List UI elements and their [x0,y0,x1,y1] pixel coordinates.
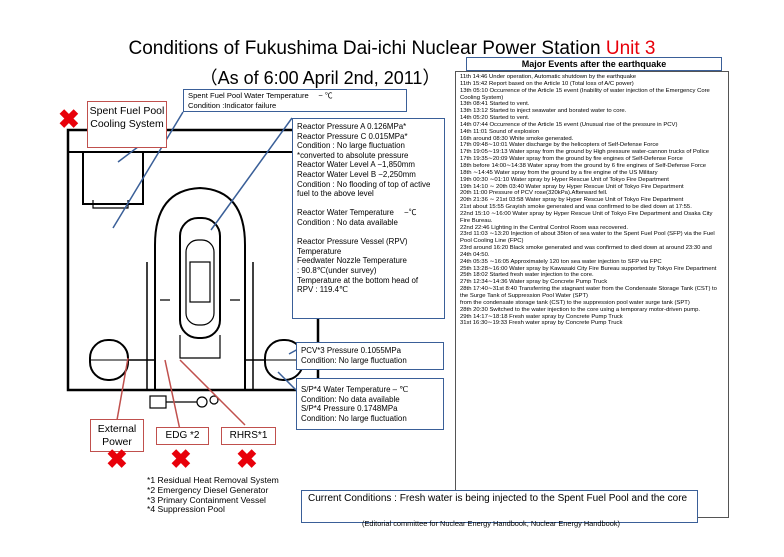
reactor-status-line: Reactor Water Temperature −℃ [297,208,417,218]
source-footer: (Editorial committee for Nuclear Energy … [362,519,620,528]
reactor-status-line: Temperature [297,246,342,256]
failure-x-icon: ✖ [106,444,128,474]
event-item: 29th 14:17∼18:18 Fresh water spray by Co… [460,313,623,320]
spent-fuel-cooling-label: Spent Fuel Pool Cooling System [87,101,167,148]
event-item: 16th around 08:30 White smoke generated. [460,135,574,142]
event-item: 22nd 22:46 Lighting in the Central Contr… [460,224,628,231]
event-item: 13th 13:12 Started to inject seawater an… [460,108,627,115]
reactor-status-line [297,199,440,209]
sp-status-line: S/P*4 Water Temperature – ℃ [301,385,409,394]
sp-status-line: S/P*4 Pressure 0.1748MPa [301,404,398,414]
reactor-status-line: Temperature at the bottom head of [297,275,419,285]
event-item: 14th 07:44 Occurrence of the Article 15 … [460,121,678,128]
events-list: 11th 14:46 Under operation, Automatic sh… [455,71,729,518]
event-item: 13th 05:10 Occurrence of the Article 15 … [460,87,710,101]
event-item: 24th 05:35 ∼16:05 Approximately 120 ton … [460,258,662,265]
legend-item: *2 Emergency Diesel Generator [147,484,269,495]
event-item: 17th 19:05∼19:13 Water spray from the gr… [460,149,709,156]
event-item: 23rd around 16:20 Black smoke generated … [460,245,712,258]
edg-label: EDG *2 [156,427,209,445]
reactor-status-line: Condition : No data available [297,217,398,227]
event-item: 28th 17:40∼31st 8:40 Transferring the st… [460,286,717,299]
failure-x-icon: ✖ [58,104,80,134]
event-item: 14th 11:01 Sound of explosion [460,128,540,135]
event-item: from the condensate storage tank (CST) t… [460,299,690,306]
event-item: 27th 12:34∼14:36 Water spray by Concrete… [460,279,608,286]
event-item: 21st about 15:55 Grayish smoke generated… [460,204,692,211]
reactor-status-line [297,228,440,238]
event-item: 23rd 11:03 ∼13:20 Injection of about 35t… [460,231,715,245]
reactor-status-line: Reactor Pressure Vessel (RPV) [297,237,408,247]
current-conditions: Current Conditions : Fresh water is bein… [301,490,698,523]
event-item: 14th 05:20 Started to vent. [460,115,530,122]
reactor-status-line: Condition : No large fluctuation [297,141,405,151]
containment-vessel [154,186,246,390]
event-item: 18th ∼14:45 Water spray from the ground … [460,169,658,176]
event-item: 31st 16:30∼19:33 Fresh water spray by Co… [460,320,623,327]
external-power-label: External Power [90,419,144,452]
event-item: 25th 18:02 Started fresh water injection… [460,272,594,279]
reactor-status-line: Reactor Water Level A −1,850mm [297,160,415,170]
reactor-status-line: Feedwater Nozzle Temperature [297,256,407,266]
event-item: 28th 20:30 Switched to the water injecti… [460,306,701,313]
event-item: 17th 19:35∼20:09 Water spray from the gr… [460,156,683,163]
pcv-status-box: PCV*3 Pressure 0.1055MPa Condition: No l… [296,342,444,370]
reactor-status-line: RPV : 119.4℃ [297,285,348,295]
failure-x-icon: ✖ [236,444,258,474]
reactor-status-line: Reactor Water Level B −2,250mm [297,169,416,179]
page-subtitle-date: （As of 6:00 April 2nd, 2011） [199,68,441,88]
reactor-status-line: Reactor Pressure A 0.126MPa* [297,122,407,131]
event-item: 22nd 15:10 ∼16:00 Water spray by Hyper R… [460,210,713,224]
event-item: 19th 00:30 ∼01:10 Water spray by Hyper R… [460,176,669,183]
failure-x-icon: ✖ [170,444,192,474]
event-item: 25th 13:28∼16:00 Water spray by Kawasaki… [460,265,717,272]
pump-symbol [196,396,208,408]
reactor-status-line: : 90.8℃(under survey) [297,265,377,275]
spent-fuel-pool [82,151,144,205]
spent-fuel-temp-box: Spent Fuel Pool Water Temperature − ℃ Co… [183,89,407,112]
footnote-legend: *1 Residual Heat Removal System*2 Emerge… [147,475,279,515]
event-item: 11th 14:46 Under operation, Automatic sh… [460,74,637,80]
rhrs-label: RHRS*1 [221,427,276,445]
reactor-status-line: Condition : No flooding of top of active [297,179,431,189]
reactor-status-line: fuel to the above level [297,189,374,199]
event-item: 18th before 14:00∼14:38 Water spray from… [460,162,707,169]
legend-item: *3 Primary Containment Vessel [147,494,266,505]
event-item: 20th 11:00 Pressure of PCV rose(320kPa).… [460,190,608,197]
reactor-status-line: Reactor Pressure C 0.015MPa* [297,131,408,141]
title-unit: Unit 3 [605,38,656,59]
reactor-status-lines: Reactor Pressure A 0.126MPa*Reactor Pres… [297,122,440,295]
page-title: Conditions of Fukushima Dai-ichi Nuclear… [0,38,784,60]
event-item: 11th 15:42 Report based on the Article 1… [460,80,634,87]
reactor-status-line: *converted to absolute pressure [297,150,409,160]
event-item: 19th 14:10 ∼ 20th 03:40 Water spray by H… [460,183,684,190]
edg-unit [149,395,167,409]
event-item: 13th 08:41 Started to vent. [460,101,530,108]
sp-status-line: Condition: No data available [301,394,400,404]
legend-item: *1 Residual Heat Removal System [147,475,279,485]
event-item: 20th 21:36 ∼ 21st 03:58 Water spray by H… [460,197,684,204]
event-item: 17th 09:48∼10:01 Water discharge by the … [460,142,659,149]
sp-status-line: Condition: No large fluctuation [301,413,407,423]
reactor-status-box: Reactor Pressure A 0.126MPa*Reactor Pres… [292,118,445,319]
title-main: Conditions of Fukushima Dai-ichi Nuclear… [128,38,606,59]
events-heading: Major Events after the earthquake [466,57,722,71]
legend-item: *4 Suppression Pool [147,504,225,515]
